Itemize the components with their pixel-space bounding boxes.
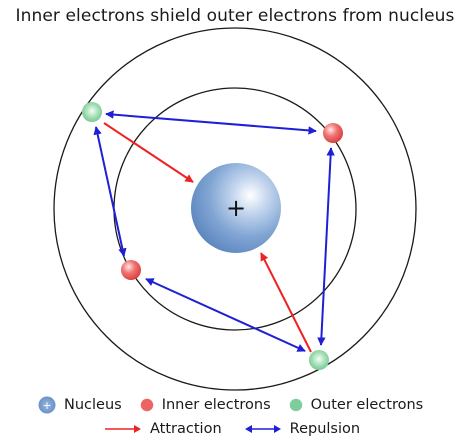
diagram-title: Inner electrons shield outer electrons f… (15, 6, 455, 26)
legend-label-nucleus: Nucleus (64, 397, 122, 413)
attraction-arrow-icon (105, 425, 141, 433)
outer-orbit (53, 27, 417, 391)
legend-forces: Attraction Repulsion (104, 421, 360, 437)
legend-label-outer-electrons: Outer electrons (310, 397, 424, 413)
legend-label-repulsion: Repulsion (289, 421, 361, 437)
nucleus-swatch-icon: + (38, 396, 56, 414)
legend-label-inner-electrons: Inner electrons (161, 397, 271, 413)
svg-text:+: + (42, 399, 51, 412)
nucleus: + (191, 163, 281, 253)
legend-item-outer-electrons: Outer electrons (289, 397, 424, 413)
repulsion-arrow (145, 278, 306, 352)
legend-item-nucleus: + Nucleus (38, 396, 122, 414)
nucleus-plus-symbol: + (226, 194, 246, 222)
legend-label-attraction: Attraction (150, 421, 222, 437)
repulsion-arrow-icon (244, 425, 281, 433)
repulsion-arrow (105, 110, 317, 135)
attraction-arrow (260, 252, 312, 353)
inner-electron (323, 123, 343, 143)
legend-item-repulsion: Repulsion (244, 421, 360, 437)
inner-electron (121, 260, 141, 280)
outer-electron (309, 350, 329, 370)
repulsion-arrow (317, 147, 335, 346)
repulsion-arrow (93, 126, 127, 257)
attraction-arrow (103, 122, 194, 183)
legend-item-inner-electrons: Inner electrons (140, 397, 271, 413)
legend-particles: + Nucleus Inner electrons Outer electron… (38, 396, 423, 414)
inner-electron-swatch-icon (140, 398, 153, 412)
legend-item-attraction: Attraction (104, 421, 222, 437)
outer-electron (82, 102, 102, 122)
outer-electron-swatch-icon (289, 398, 302, 412)
